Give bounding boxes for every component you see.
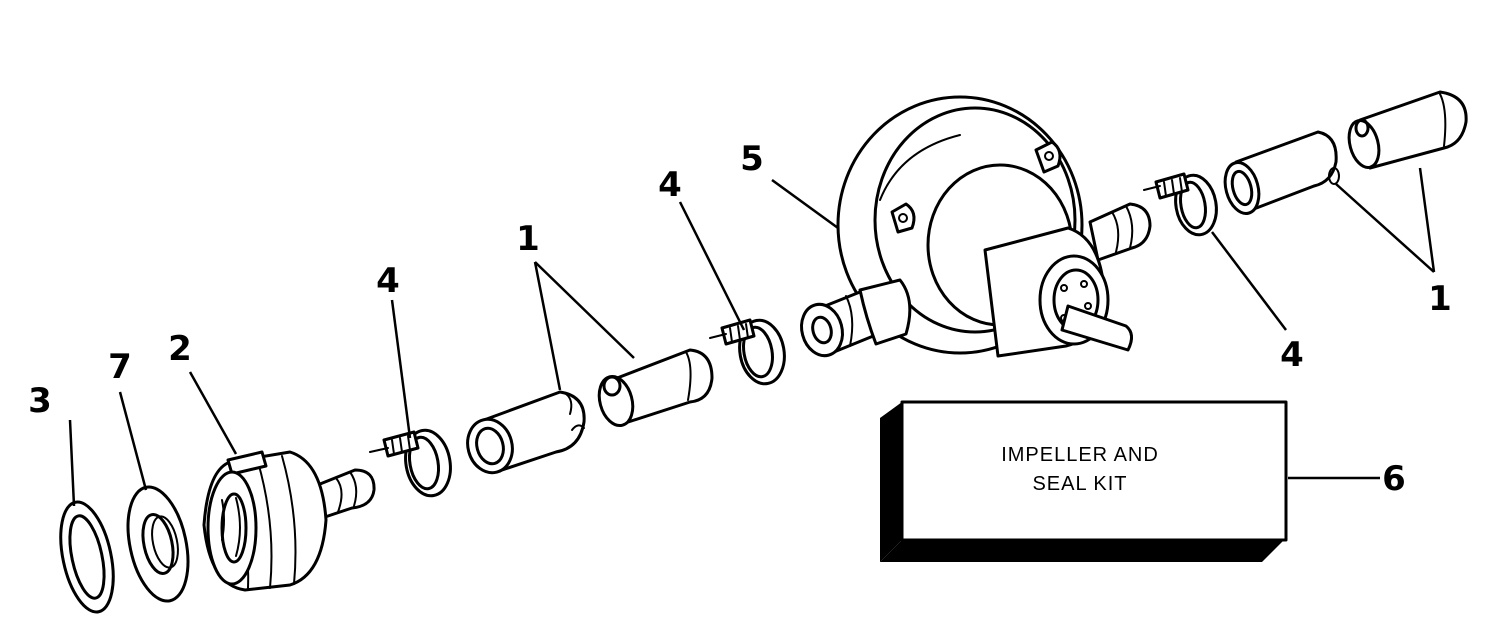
hose-section-1b	[597, 348, 714, 428]
kit-box-part-6: IMPELLER AND SEAL KIT	[880, 400, 1288, 562]
gasket-part-7	[126, 485, 190, 603]
hose-clamp-c-part-4	[1143, 172, 1218, 237]
callout-labels: 3 7 2 4 1 4 5 4 1 6	[28, 139, 1452, 499]
callout-kit: 6	[1382, 459, 1406, 499]
callout-washer: 3	[28, 381, 52, 421]
callout-pump: 5	[740, 139, 764, 179]
callout-clamp-b: 4	[658, 165, 682, 205]
pump-body-part-5	[800, 95, 1152, 358]
callout-gasket: 7	[108, 347, 132, 387]
hose-section-1c	[1223, 130, 1340, 215]
callout-hose-adapter: 2	[168, 329, 192, 369]
callout-clamp-c: 4	[1280, 335, 1304, 375]
callout-hose-right: 1	[1428, 279, 1452, 319]
hose-clamp-a-part-4	[369, 428, 452, 498]
hose-section-1d	[1347, 90, 1468, 170]
hose-adapter-part-2	[202, 450, 376, 592]
hose-clamp-b-part-4	[709, 318, 786, 386]
washer-part-3	[59, 500, 115, 614]
leader-lines	[68, 167, 1436, 507]
kit-label-line-1: IMPELLER AND	[1001, 444, 1159, 466]
callout-clamp-a: 4	[376, 261, 400, 301]
callout-hose-left: 1	[516, 219, 540, 259]
hose-section-1a	[466, 390, 586, 475]
kit-label-line-2: SEAL KIT	[1032, 473, 1127, 495]
